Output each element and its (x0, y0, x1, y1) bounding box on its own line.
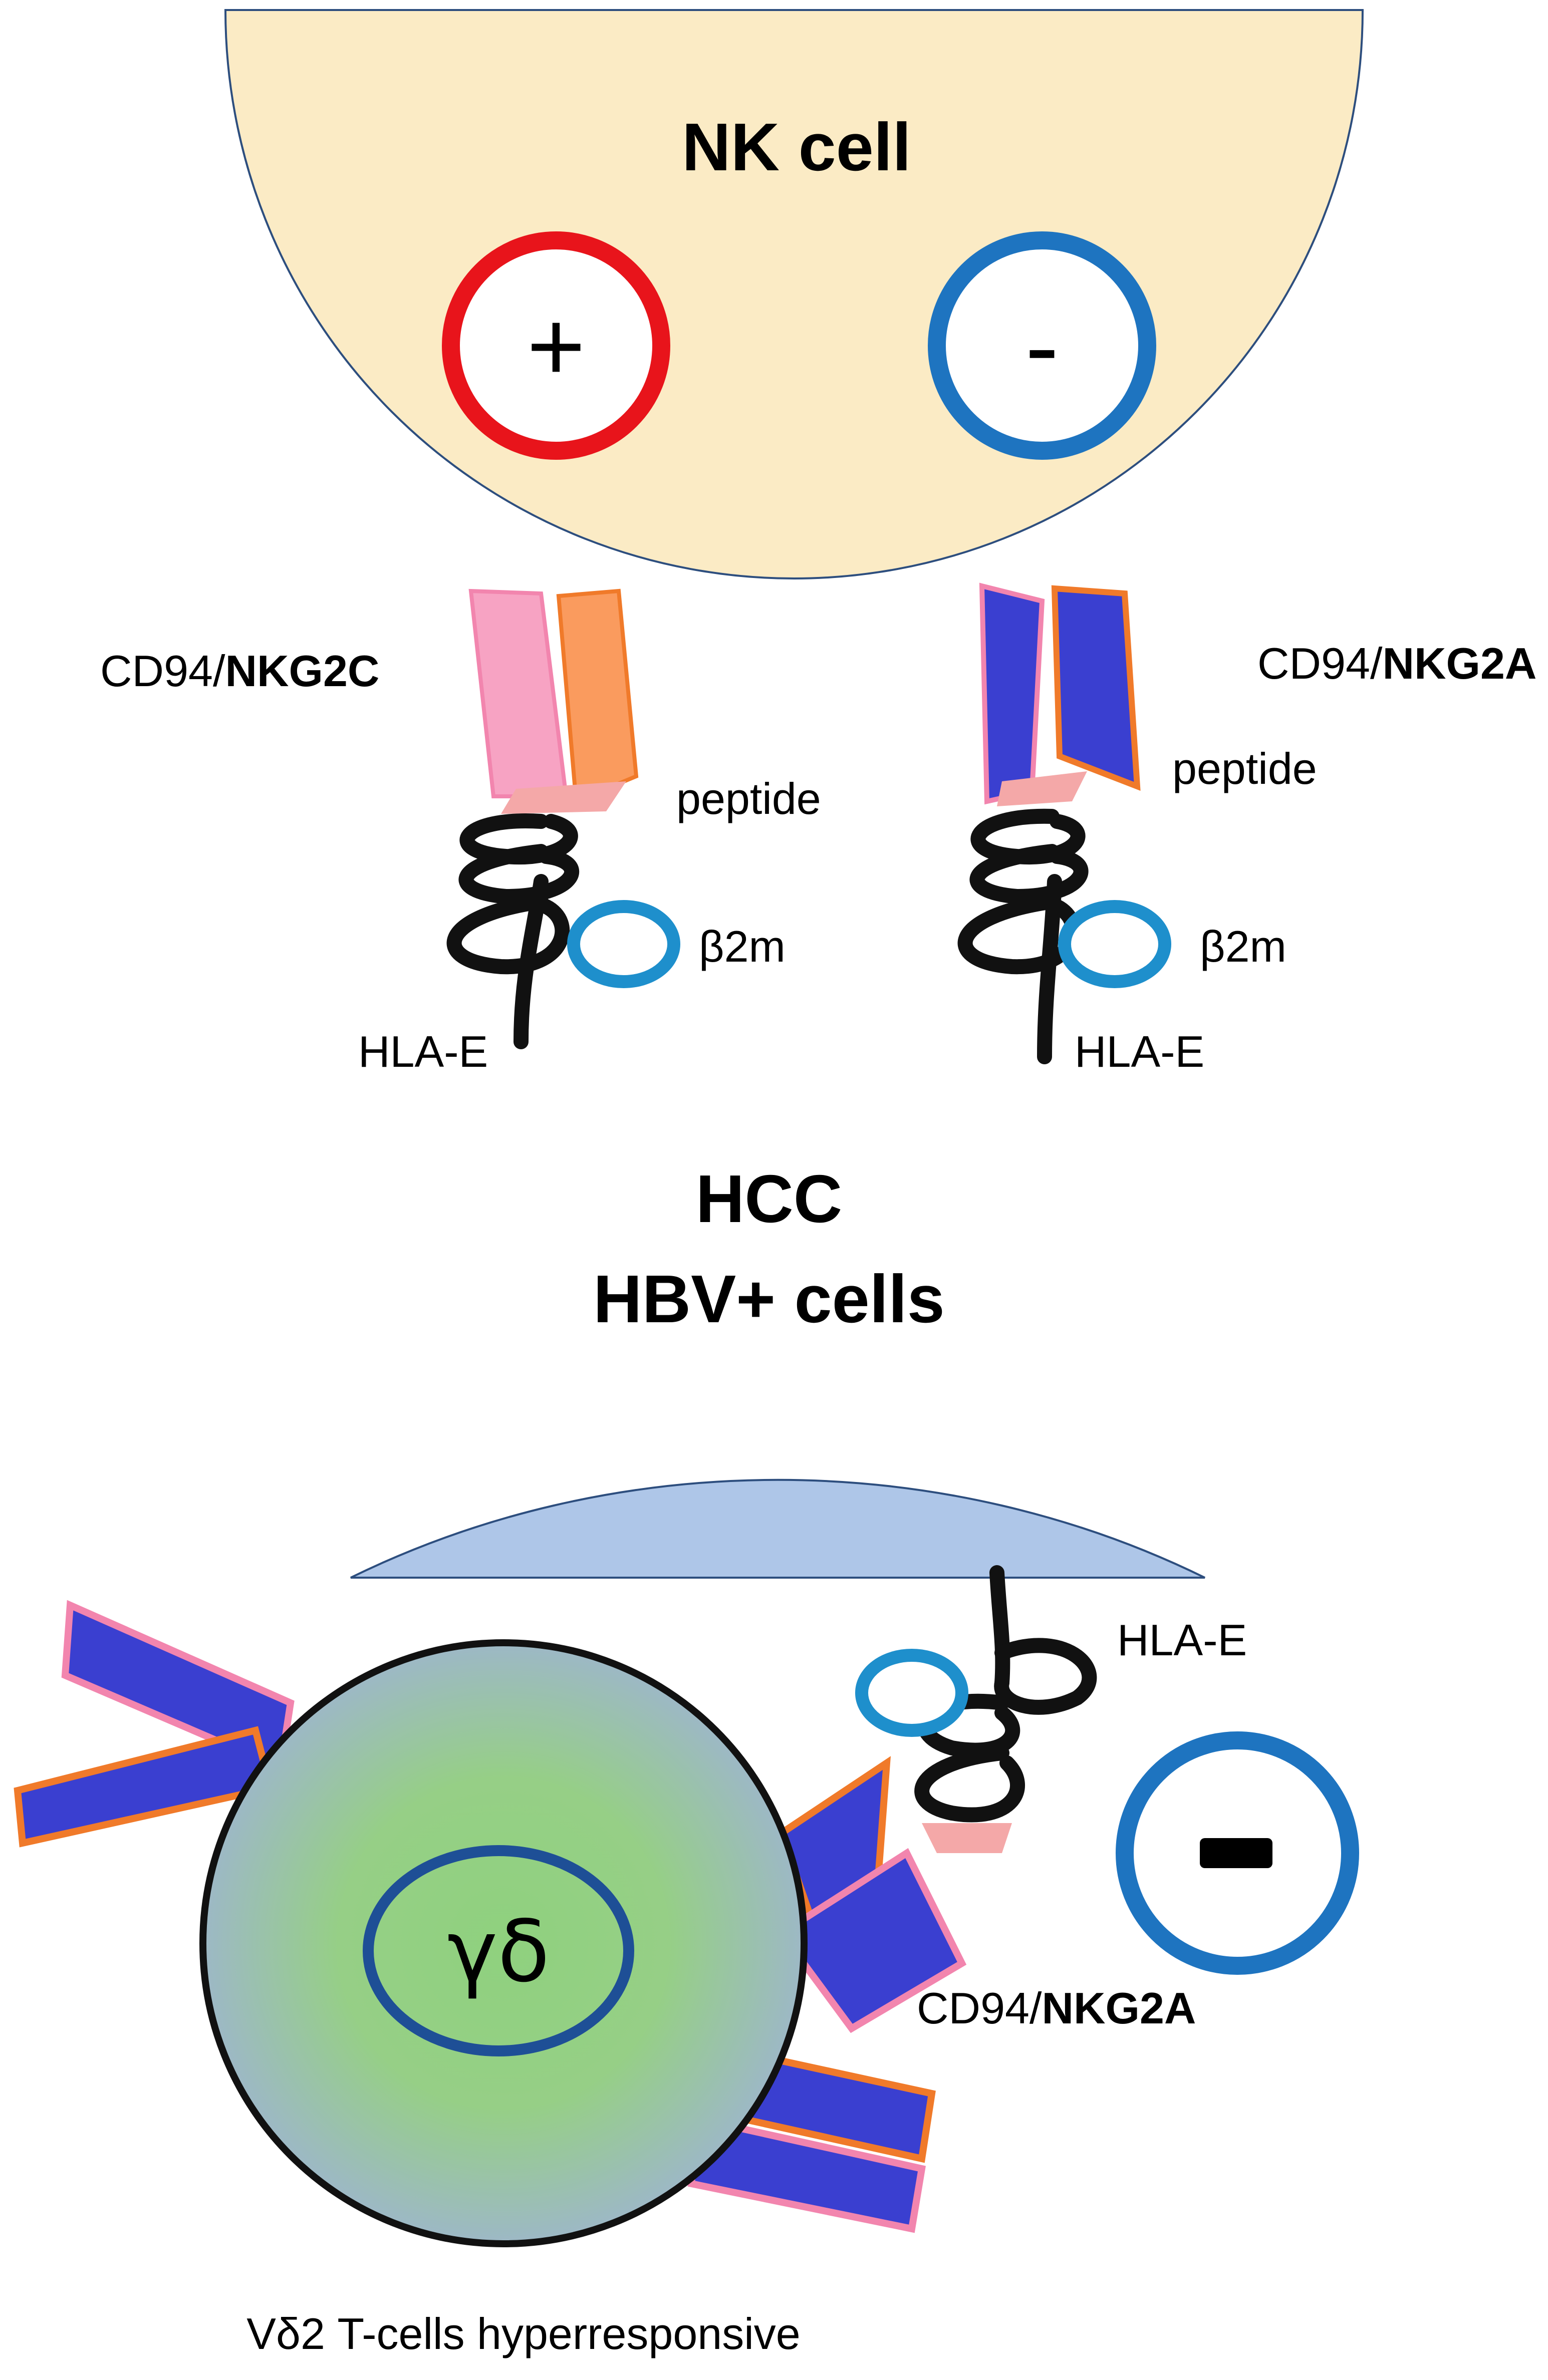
nkg2a-receptor-top-label: CD94/NKG2A (1257, 639, 1536, 688)
left-b2m-label: β2m (699, 922, 786, 971)
right-hla-e-label: HLA-E (1075, 1027, 1204, 1076)
nk-cell-body (224, 9, 1364, 579)
left-hla-e-molecule (446, 813, 580, 1049)
nkg2a-receptor-bottom-label: CD94/NKG2A (917, 1983, 1196, 2033)
left-peptide-label: peptide (676, 774, 821, 823)
minus-bar (1200, 1838, 1272, 1868)
nkg2c-receptor (468, 588, 639, 814)
right-peptide-label: peptide (1172, 744, 1317, 793)
hcc-cell-body (350, 1478, 1205, 1579)
gd-t-cell-body (199, 1639, 808, 2247)
left-b2m-ring (567, 900, 680, 988)
activating-sign: + (527, 290, 586, 402)
nkg2c-receptor-label: CD94/NKG2C (100, 646, 379, 696)
inhibitory-signal: - (928, 231, 1156, 460)
gd-t-cell-nucleus (363, 1845, 634, 2056)
nk-cell-title: NK cell (682, 109, 911, 185)
nkg2a-receptor-top (979, 582, 1141, 806)
right-b2m-ring (1058, 900, 1171, 988)
left-hla-e-label: HLA-E (358, 1027, 488, 1076)
lower-hla-e-label: HLA-E (1117, 1615, 1247, 1665)
gd-t-cell-caption: Vδ2 T-cells hyperresponsive (246, 2309, 800, 2358)
right-b2m-label: β2m (1200, 922, 1286, 971)
lower-b2m-ring (855, 1649, 968, 1737)
gd-inhibitory-signal (1116, 1731, 1359, 1975)
hcc-cell-line1: HCC (696, 1161, 842, 1237)
activating-signal: + (442, 231, 670, 460)
gd-receptor-right-upper (776, 1756, 967, 2033)
gd-t-cell-label: γδ (447, 1902, 550, 2001)
inhibitory-sign: - (1025, 290, 1059, 402)
lower-peptide (922, 1823, 1012, 1853)
hcc-cell-line2: HBV+ cells (593, 1261, 945, 1337)
